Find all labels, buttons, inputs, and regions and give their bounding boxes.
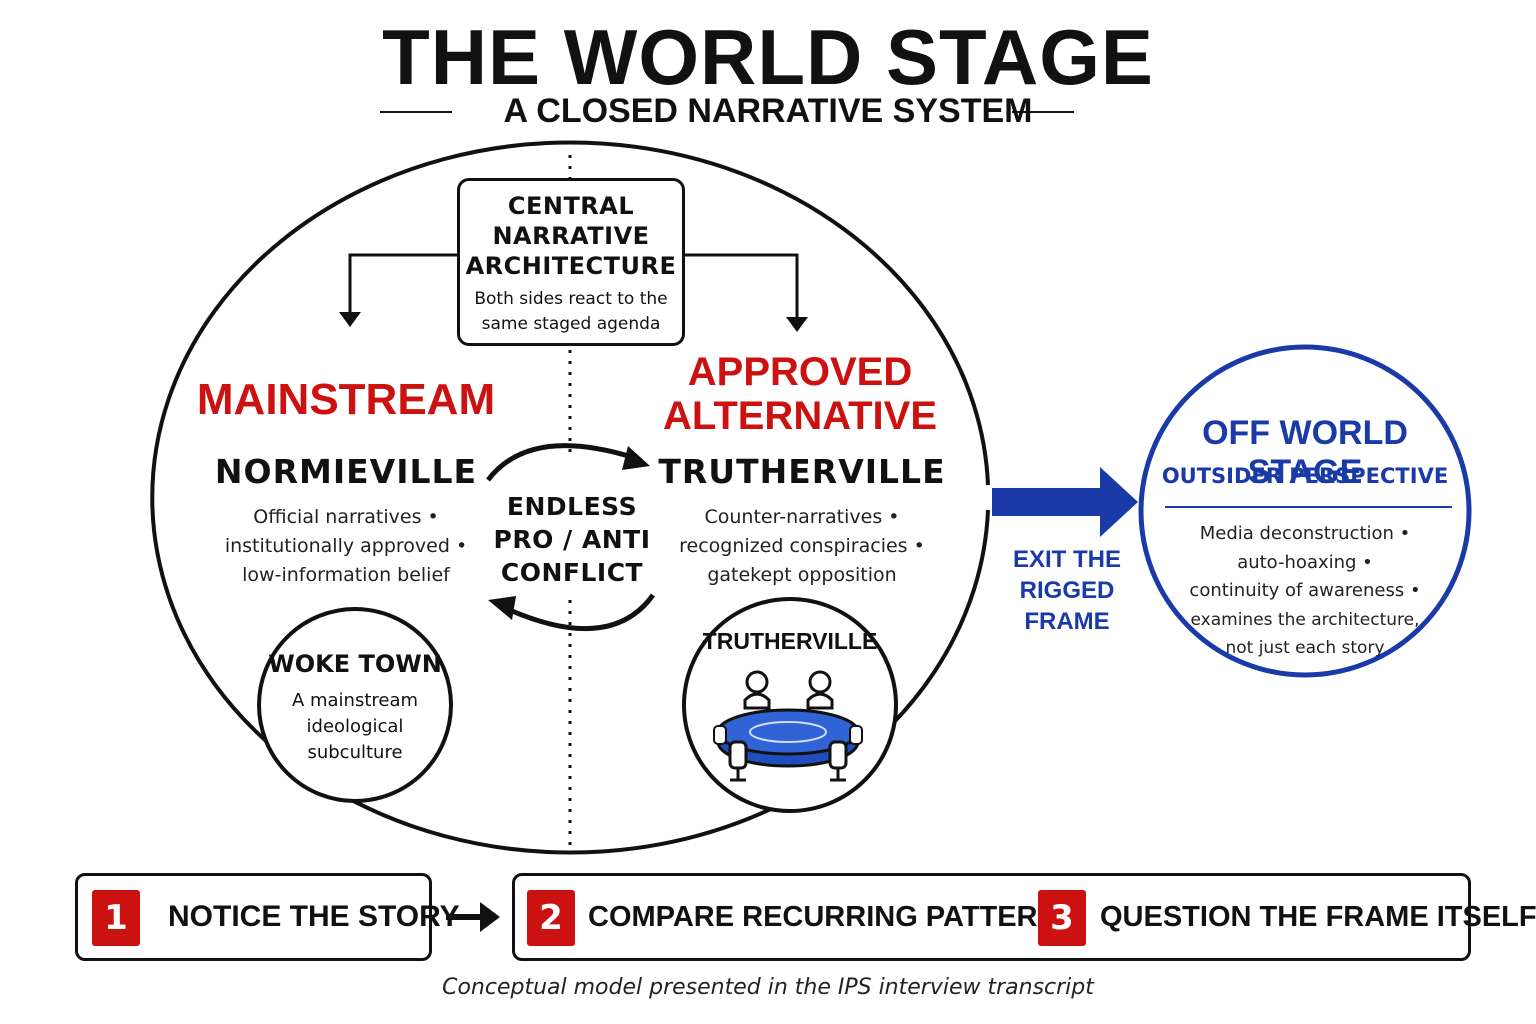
woke-town-desc: A mainstream ideological subculture	[291, 690, 419, 763]
alternative-desc: Counter-narratives • recognized conspira…	[679, 506, 925, 586]
outsider-perspective-subtitle: OUTSIDER PERSPECTIVE	[1161, 464, 1449, 488]
page-title: THE WORLD STAGE	[382, 13, 1154, 101]
arrow-head	[480, 902, 500, 932]
round-table-meeting-icon	[713, 670, 863, 782]
off-world-stage-desc: Media deconstruction • auto-hoaxing • co…	[1189, 523, 1421, 658]
off-world-stage-circle	[1138, 344, 1472, 678]
central-narrative-desc: Both sides react to the same staged agen…	[474, 289, 668, 334]
exit-arrow-icon	[992, 467, 1138, 537]
woke-town-circle	[257, 607, 453, 803]
step-1-label: NOTICE THE STORY	[168, 900, 460, 933]
steps-2-3-box	[512, 873, 1471, 961]
trutherville-circle-title: TRUTHERVILLE	[702, 628, 878, 654]
arrow-head	[488, 596, 516, 620]
subtitle-rule-left	[380, 111, 452, 113]
step-3-label: QUESTION THE FRAME ITSELF	[1100, 901, 1536, 933]
exit-label: EXIT THE RIGGED FRAME	[1012, 546, 1121, 635]
step-2-label: COMPARE RECURRING PATTERNS	[588, 901, 1078, 933]
central-narrative-box: CENTRAL NARRATIVE ARCHITECTURE Both side…	[457, 178, 685, 346]
step-2-number: 2	[527, 890, 575, 946]
footnote: Conceptual model presented in the IPS in…	[442, 975, 1094, 1000]
mainstream-heading: MAINSTREAM	[196, 375, 496, 424]
arrow-to-alternative	[685, 253, 799, 318]
conflict-label: ENDLESS PRO / ANTI CONFLICT	[493, 492, 651, 587]
off-world-stage-title: OFF WORLD STAGE	[1202, 414, 1408, 491]
central-narrative-title: CENTRAL NARRATIVE ARCHITECTURE	[465, 192, 677, 280]
arrow-head	[786, 317, 808, 332]
arrow-head	[339, 312, 361, 327]
woke-town-title: WOKE TOWN	[268, 650, 442, 678]
cycle-arrow-top	[486, 443, 636, 482]
step-3-number: 3	[1038, 890, 1086, 946]
arrow-head	[622, 446, 650, 470]
cycle-arrow-bottom	[503, 593, 656, 632]
subtitle-rule-right	[1012, 111, 1074, 113]
arrow-to-mainstream	[348, 253, 457, 312]
normieville-heading: NORMIEVILLE	[214, 452, 478, 491]
trutherville-heading: TRUTHERVILLE	[658, 452, 946, 491]
approved-alternative-heading: APPROVED ALTERNATIVE	[662, 350, 938, 438]
step-1-number: 1	[92, 890, 140, 946]
mainstream-desc: Official narratives • institutionally ap…	[224, 506, 468, 586]
page-subtitle: A CLOSED NARRATIVE SYSTEM	[503, 92, 1033, 130]
